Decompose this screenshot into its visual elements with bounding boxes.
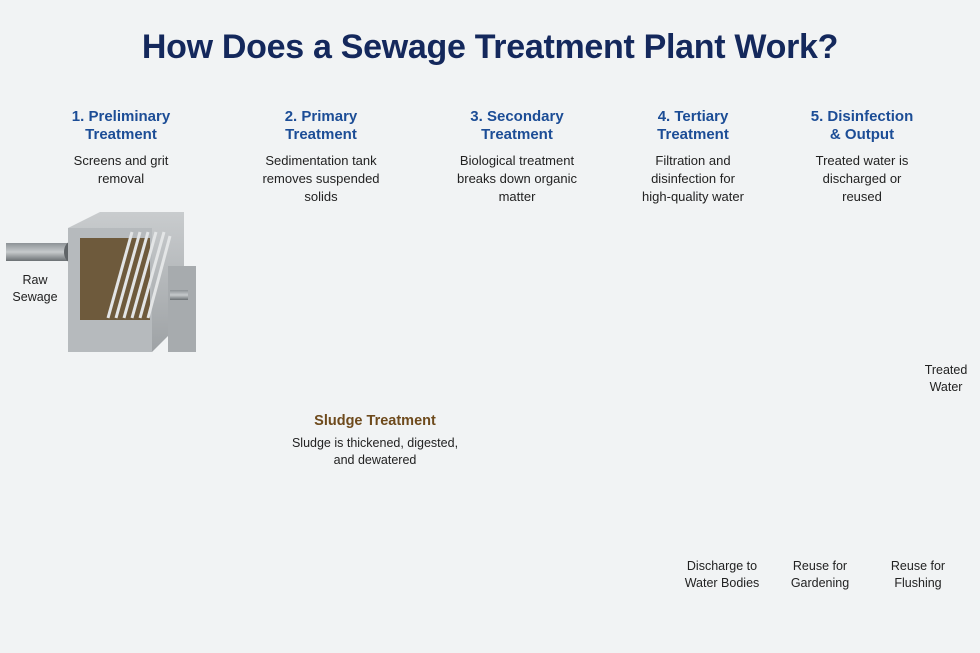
grit-channel	[80, 238, 150, 320]
stage-description: Sedimentation tank removes suspended solid…	[236, 152, 406, 206]
stage-description: Biological treatment breaks down organic m…	[432, 152, 602, 206]
label-line: Discharge to	[686, 559, 758, 573]
stage-title-line: Treatment	[657, 126, 729, 143]
stage-description: Screens and grit removal	[36, 152, 206, 188]
preliminary-tank	[6, 212, 196, 352]
desc-line: high-quality water	[642, 189, 744, 204]
stage-description: Treated water is discharged or reused	[777, 152, 947, 206]
desc-line: solids	[304, 189, 338, 204]
outlet-pipe	[170, 290, 188, 300]
page-title: How Does a Sewage Treatment Plant Work?	[141, 28, 839, 66]
desc-line: reused	[842, 189, 882, 204]
desc-line: Screens and grit	[73, 153, 169, 168]
stage-title-line: 1. Preliminary	[71, 108, 171, 125]
stage-title-line: Treatment	[85, 126, 157, 143]
stage-title: 5. Disinfection& Output	[777, 108, 947, 144]
sludge-treatment-title: Sludge Treatment	[314, 413, 436, 429]
desc-line: breaks down organic	[457, 171, 577, 186]
label-line: Reuse for	[792, 559, 848, 573]
label-line: Raw	[22, 273, 48, 287]
label-line: Flushing	[894, 576, 942, 590]
stage-title-line: 2. Primary	[284, 108, 358, 125]
desc-line: disinfection for	[651, 171, 735, 186]
desc-line: and dewatered	[333, 453, 417, 467]
stage-title-line: & Output	[829, 126, 895, 143]
outlet-chamber	[168, 266, 196, 352]
label-line: Gardening	[790, 576, 850, 590]
stage-description: Filtration and disinfection for high-quali…	[608, 152, 778, 206]
desc-line: Treated water is	[815, 153, 909, 168]
stage-title-line: Treatment	[481, 126, 553, 143]
stage-title-line: Treatment	[285, 126, 357, 143]
inlet-pipe	[6, 243, 68, 261]
stage-title-line: 4. Tertiary	[657, 108, 729, 125]
stage-disinfection: 5. Disinfection& Output Treated water is…	[777, 108, 947, 206]
desc-line: discharged or	[822, 171, 902, 186]
sludge-treatment-description: Sludge is thickened, digested, and dewate…	[270, 435, 480, 469]
label-line: Water	[929, 380, 963, 394]
bar-screen-icon	[106, 231, 172, 319]
desc-line: removes suspended	[262, 171, 380, 186]
label-line: Water Bodies	[684, 576, 760, 590]
stage-title-line: 5. Disinfection	[810, 108, 914, 125]
desc-line: Filtration and	[655, 153, 731, 168]
label-line: Reuse for	[890, 559, 946, 573]
desc-line: Sedimentation tank	[265, 153, 377, 168]
desc-line: removal	[97, 171, 145, 186]
desc-line: Biological treatment	[459, 153, 575, 168]
label-line: Treated	[924, 363, 968, 377]
label-line: Sewage	[12, 290, 58, 304]
desc-line: Sludge is thickened, digested,	[291, 436, 459, 450]
stage-title-line: 3. Secondary	[470, 108, 564, 125]
output-discharge-label: Discharge to Water Bodies	[672, 558, 772, 592]
desc-line: matter	[498, 189, 536, 204]
